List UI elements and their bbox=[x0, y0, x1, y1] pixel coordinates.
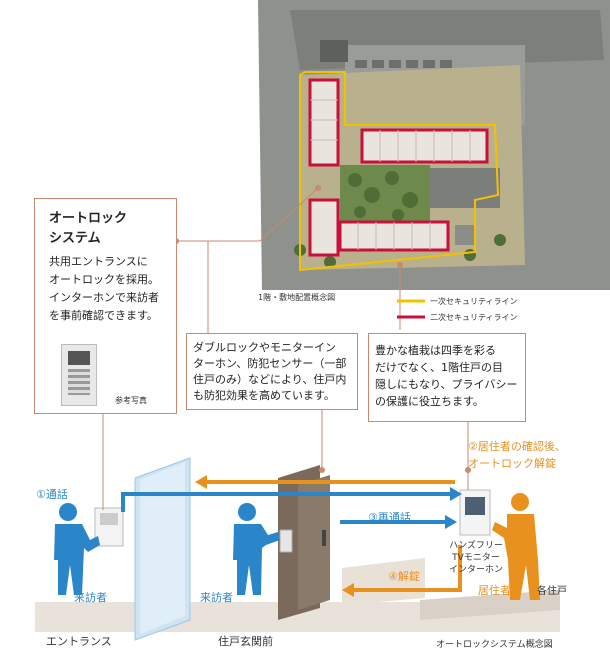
intercom-label-line: ハンズフリー bbox=[449, 541, 503, 551]
planting-body-line: 隠しにもなり、プライバシー bbox=[375, 378, 518, 391]
step2-label: ②居住者の確認後、 オートロック解錠 bbox=[468, 438, 566, 472]
diagram-caption: オートロックシステム概念図 bbox=[436, 640, 553, 650]
visitor-figure-door bbox=[233, 503, 280, 595]
planting-body-line: だけでなく、1階住戸の目 bbox=[375, 361, 503, 374]
planting-callout: 豊かな植栽は四季を彩る だけでなく、1階住戸の目 隠しにもなり、プライバシー の… bbox=[368, 333, 526, 422]
planting-body-line: の保護に役立ちます。 bbox=[375, 395, 484, 408]
doublelock-callout: ダブルロックやモニターイン ターホン、防犯センサー（一部 住戸のみ）などにより、… bbox=[186, 333, 358, 410]
intercom-label: ハンズフリー TVモニター インターホン bbox=[446, 540, 506, 576]
intercom-label-line: TVモニター bbox=[452, 553, 500, 563]
step1-label: ①通話 bbox=[36, 488, 68, 501]
doublelock-body-line: も防犯効果を高めています。 bbox=[193, 389, 335, 402]
autolock-callout: オートロック システム 共用エントランスに オートロックを採用。 インターホンで… bbox=[34, 198, 177, 414]
visitor-label-door: 来訪者 bbox=[200, 591, 233, 604]
location-entrance: エントランス bbox=[46, 635, 112, 648]
autolock-title-line2: システム bbox=[49, 231, 101, 246]
step2-line2: オートロック解錠 bbox=[468, 457, 556, 470]
autolock-title-line1: オートロック bbox=[49, 211, 128, 226]
step4-label: ④解錠 bbox=[388, 570, 420, 583]
resident-label: 居住者 bbox=[478, 584, 511, 597]
autolock-body-line: 共用エントランスに bbox=[49, 255, 148, 268]
planting-body-line: 豊かな植栽は四季を彩る bbox=[375, 344, 496, 357]
autolock-body-line: を事前確認できます。 bbox=[49, 309, 158, 322]
autolock-body-line: インターホンで来訪者 bbox=[49, 291, 159, 304]
legend-secondary-label: 二次セキュリティライン bbox=[430, 313, 518, 322]
doublelock-body-line: 住戸のみ）などにより、住戸内 bbox=[193, 373, 347, 386]
resident-figure bbox=[492, 493, 540, 600]
map-caption: 1階・敷地配置概念図 bbox=[258, 293, 336, 302]
location-door: 住戸玄関前 bbox=[218, 635, 273, 648]
step2-line1: ②居住者の確認後、 bbox=[468, 440, 566, 453]
doublelock-body-line: ダブルロックやモニターイン bbox=[193, 341, 336, 354]
visitor-figure-entrance bbox=[54, 503, 100, 595]
doublelock-body-line: ターホン、防犯センサー（一部 bbox=[193, 357, 347, 370]
visitor-label-entrance: 来訪者 bbox=[74, 591, 107, 604]
intercom-label-line: インターホン bbox=[448, 565, 503, 575]
autolock-body-line: オートロックを採用。 bbox=[49, 273, 159, 286]
legend-primary-label: 一次セキュリティライン bbox=[430, 297, 518, 306]
intercom-photo bbox=[61, 344, 97, 406]
step3-label: ③再通話 bbox=[368, 511, 411, 524]
location-unit: 各住戸 bbox=[537, 586, 567, 597]
photo-caption: 参考写真 bbox=[115, 396, 147, 405]
